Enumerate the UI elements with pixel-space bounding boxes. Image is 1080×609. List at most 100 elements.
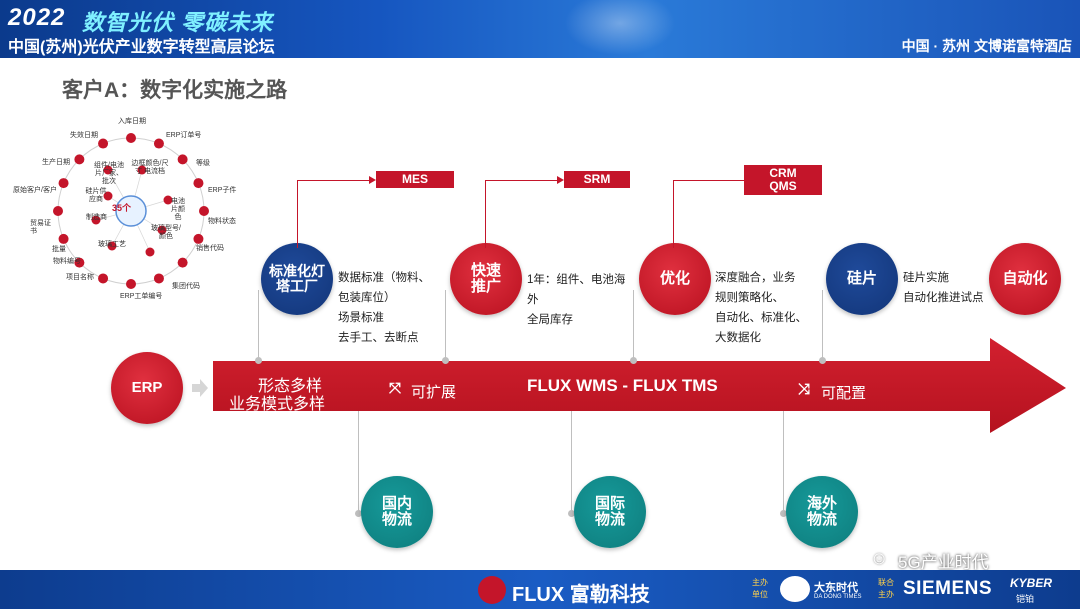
header-venue: 中国 · 苏州 文博诺富特酒店	[901, 38, 1072, 54]
note-line: 数据标准（物料、	[338, 272, 430, 284]
stage-lighthouse-factory: 标准化灯塔工厂	[261, 243, 333, 315]
host-label: 单位	[752, 590, 768, 599]
wheel-dot	[177, 154, 188, 165]
wheel-label: ERP子件	[208, 187, 237, 194]
footer-bar	[0, 570, 1080, 609]
stage-wafer: 硅片	[826, 243, 898, 315]
wheel-label: 边框颜色/尺寸 电流档	[131, 160, 169, 175]
dadong-sub: DA DONG TIMES	[814, 594, 862, 600]
logistics-international: 国际物流	[574, 476, 646, 548]
wheel-label: 玻璃型号/颜色	[151, 225, 181, 240]
note-line: 硅片实施	[903, 272, 949, 284]
host-label: 主办	[752, 578, 768, 587]
wheel-inner-dot	[103, 165, 113, 175]
wheel-label: 制造商	[86, 214, 107, 221]
connector-dot	[568, 510, 575, 517]
wheel-dot	[199, 206, 209, 216]
system-tag-srm-label: SRM	[583, 172, 611, 186]
arrow-text-config: 可配置	[821, 385, 867, 402]
wheel-dot	[58, 233, 69, 244]
wheel-dot	[98, 273, 109, 284]
stage-note-optimize: 深度融合，业务 规则策略化、 自动化、标准化、 大数据化	[715, 268, 807, 348]
header-glow	[560, 0, 680, 58]
flux-brand: FLUX 富勒科技	[512, 584, 650, 606]
logistics-domestic: 国内物流	[361, 476, 433, 548]
stage-note-rollout: 1年：组件、电池海 外 全局库存	[527, 270, 625, 330]
note-line: 场景标准	[338, 312, 384, 324]
wheel-dot	[153, 273, 164, 284]
connector	[633, 290, 634, 360]
flag-line-srm	[485, 180, 557, 248]
wheel-dot	[53, 206, 63, 216]
connector	[445, 290, 446, 360]
wheel-label: 贸易证书	[30, 220, 51, 235]
note-line: 自动化推进试点	[903, 292, 984, 304]
wheel-label: 物料编号	[53, 258, 81, 265]
flag-arrow-mes	[369, 176, 376, 184]
note-line: 去手工、去断点	[338, 332, 419, 344]
system-tag-srm: SRM	[564, 171, 630, 188]
wheel-center-count: 35个	[112, 203, 132, 213]
logistics-overseas: 海外物流	[786, 476, 858, 548]
arrow-text-forms: 形态多样	[258, 378, 323, 395]
wheel-label: 原始客户/客户	[13, 187, 57, 194]
dadong-name: 大东时代	[814, 582, 858, 594]
wheel-label: 失效日期	[70, 132, 98, 139]
watermark-text: 5G产业时代	[898, 553, 989, 572]
stage-note-lighthouse: 数据标准（物料、 包装库位） 场景标准 去手工、去断点	[338, 268, 430, 348]
wheel-dot	[58, 178, 69, 189]
flag-line-crm	[673, 180, 745, 248]
wheel-label: 组件/电池片厂家、批次	[94, 162, 124, 185]
wheel-dot	[126, 279, 136, 289]
wheel-label: 物料状态	[208, 218, 236, 225]
header-year: 2022	[8, 4, 66, 31]
wheel-label: ERP工单编号	[120, 293, 163, 300]
wheel-inner-dot	[157, 225, 167, 235]
wheel-label: 集团代码	[172, 283, 200, 290]
note-line: 外	[527, 294, 539, 306]
stage-erp: ERP	[111, 352, 183, 424]
note-line: 包装库位）	[338, 292, 396, 304]
wheel-dot	[126, 133, 136, 143]
wheel-label: 电池片颜色	[171, 198, 185, 221]
header-slogan: 数智光伏 零碳未来	[82, 10, 274, 35]
flux-logo-icon	[478, 576, 506, 604]
wheel-inner-dot	[145, 247, 155, 257]
connector	[358, 411, 359, 516]
connector-dot	[255, 357, 262, 364]
page-title: 客户A：数字化实施之路	[62, 79, 288, 102]
wheel-label: ERP订单号	[166, 132, 202, 139]
wheel-label: 销售代码	[196, 245, 224, 252]
wheel-label: 项目名称	[66, 274, 94, 281]
stage-rapid-rollout: 快速推广	[450, 243, 522, 315]
flag-arrow-srm	[557, 176, 564, 184]
wheel-inner-dot	[137, 165, 147, 175]
wheel-inner-dot	[103, 191, 113, 201]
header-banner: 2022 数智光伏 零碳未来 中国(苏州)光伏产业数字转型高层论坛 中国 · 苏…	[0, 0, 1080, 58]
note-line: 规则策略化、	[715, 292, 784, 304]
siemens-logo: SIEMENS	[903, 578, 993, 599]
wheel-dot	[74, 154, 85, 165]
connector-dot	[630, 357, 637, 364]
stage-optimize: 优化	[639, 243, 711, 315]
wheel-inner-dot	[163, 195, 173, 205]
kyber-logo: KYBER	[1010, 576, 1053, 590]
wheel-dot	[177, 257, 188, 268]
wheel-dot	[153, 138, 164, 149]
flag-line-mes	[297, 180, 369, 248]
stage-automation: 自动化	[989, 243, 1061, 315]
connector-dot	[355, 510, 362, 517]
note-line: 自动化、标准化、	[715, 312, 807, 324]
expand-icon: ⤧	[389, 380, 402, 397]
wheel-dot	[193, 233, 204, 244]
dadong-logo-icon	[780, 576, 810, 602]
wheel-dot	[193, 178, 204, 189]
wheel-inner-dot	[91, 215, 101, 225]
note-line: 全局库存	[527, 314, 573, 326]
arrow-text-expand: 可扩展	[411, 384, 457, 401]
wheel-label: 生产日期	[42, 159, 70, 166]
wheel-label: 硅片供应商	[85, 188, 107, 203]
connector-dot	[442, 357, 449, 364]
wheel-graphic	[53, 133, 209, 289]
